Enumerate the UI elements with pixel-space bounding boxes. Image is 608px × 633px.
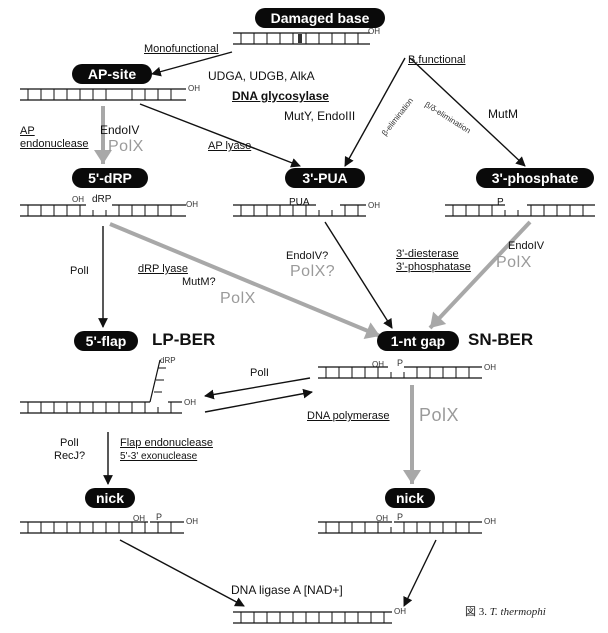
- label-3-phosphatase: 3'-phosphatase: [396, 261, 471, 273]
- heading-sn-ber: SN-BER: [468, 330, 534, 349]
- tag-oh-nick-left: OH: [133, 514, 145, 523]
- tag-oh-pua: OH: [368, 201, 380, 210]
- strand-ap-site: [20, 88, 186, 101]
- tag-oh-gap: OH: [372, 360, 384, 369]
- arrow-drp-to-gap: [109, 222, 381, 338]
- tag-oh-flap: OH: [184, 398, 196, 407]
- node-3-pua: 3'-PUA: [285, 168, 365, 188]
- tag-oh-ap: OH: [188, 84, 200, 93]
- label-ap-endonuclease-line2: endonuclease: [20, 138, 89, 150]
- strand-3-phosphate: [445, 204, 595, 217]
- tag-p-gap: P: [397, 358, 404, 368]
- tag-oh-nick-left-end: OH: [186, 517, 198, 526]
- arrow-ap-to-drp-head: [94, 150, 112, 164]
- arrow-phosphate-to-gap: [428, 220, 532, 330]
- label-5-3-exonuclease: 5'-3' exonuclease: [120, 451, 198, 462]
- label-monofunctional: Monofunctional: [144, 43, 219, 55]
- label-dna-ligase: DNA ligase A [NAD+]: [231, 583, 343, 597]
- flap-tail-strand: [149, 359, 161, 403]
- pathway-arrows: [94, 51, 532, 607]
- tag-oh-top: OH: [368, 27, 380, 36]
- node-nick-left: nick: [85, 488, 135, 508]
- node-3-phosphate: 3'-phosphate: [476, 168, 594, 188]
- label-polx-4: PolX: [419, 405, 460, 425]
- figure-caption: 図 3. T. thermophi: [465, 603, 546, 619]
- strand-5-flap: [20, 401, 182, 414]
- arrow-bifunctional-phosphate: [409, 57, 526, 167]
- label-polx-3: PolX: [496, 254, 532, 271]
- label-poli-2: PolI: [250, 367, 269, 379]
- node-1-nt-gap: 1-nt gap: [377, 331, 459, 351]
- strand-3-pua: [233, 204, 366, 217]
- label-bifunctional: B.functional: [408, 54, 466, 66]
- arrow-phosphate-to-gap-head: [430, 311, 447, 328]
- label-polx-1: PolX: [108, 138, 144, 155]
- arrow-nick-right-to-ligase: [403, 539, 437, 607]
- label-recj: RecJ?: [54, 450, 86, 462]
- arrow-gap-to-nick-head: [403, 470, 421, 484]
- strand-ligated: [233, 611, 392, 624]
- label-3-diesterase: 3'-diesterase: [396, 248, 459, 260]
- arrow-flap-to-gap: [204, 388, 313, 413]
- node-5-drp: 5'-dRP: [72, 168, 148, 188]
- strand-nick-right: [318, 521, 482, 534]
- strand-damaged: [233, 32, 370, 45]
- label-poli-1: PolI: [70, 265, 89, 277]
- caption-prefix: 図 3.: [465, 606, 487, 618]
- arrow-ap-to-pua: [139, 103, 301, 168]
- tag-p-phosphate: P: [497, 197, 504, 208]
- arrow-nick-left-to-ligase: [119, 539, 245, 607]
- strand-5-drp: [20, 204, 186, 217]
- arrow-pua-to-gap: [324, 221, 393, 329]
- heading-lp-ber: LP-BER: [152, 330, 216, 349]
- label-dna-polymerase: DNA polymerase: [307, 410, 390, 422]
- arrow-to-ap-site: [151, 51, 233, 77]
- label-udg-list: UDGA, UDGB, AlkA: [208, 69, 315, 83]
- label-endoiv-1: EndoIV: [100, 123, 140, 137]
- tag-oh-flap-drp: dRP: [160, 356, 176, 365]
- label-flap-endonuclease: Flap endonuclease: [120, 437, 213, 449]
- strand-nick-left: [20, 521, 184, 534]
- node-damaged-base: Damaged base: [255, 8, 385, 28]
- label-mutm: MutM: [488, 107, 518, 121]
- tag-oh-nick-right: OH: [376, 514, 388, 523]
- flap-tail: [149, 359, 166, 403]
- label-mutm-q: MutM?: [182, 276, 216, 288]
- label-ap-endonuclease-line1: AP: [20, 125, 35, 137]
- label-endoiv-q: EndoIV?: [286, 250, 329, 262]
- tag-p-nick-left: P: [156, 512, 163, 522]
- node-nick-right: nick: [385, 488, 435, 508]
- tag-oh-drp-left: OH: [72, 195, 84, 204]
- label-polx-2: PolX: [220, 290, 256, 307]
- label-dna-glycosylase: DNA glycosylase: [232, 89, 329, 103]
- tag-oh-ligase: OH: [394, 607, 406, 616]
- tag-drp-5: dRP: [92, 194, 112, 205]
- label-muty-endoiii: MutY, EndoIII: [284, 109, 356, 123]
- label-poli-3: PolI: [60, 437, 79, 449]
- label-endoiv-2: EndoIV: [508, 240, 545, 252]
- arrow-gap-to-flap: [204, 377, 311, 400]
- dna-strands: [20, 32, 595, 624]
- node-ap-site: AP-site: [72, 64, 152, 84]
- tag-p-nick-right: P: [397, 512, 404, 522]
- label-ap-lyase: AP lyase: [208, 140, 252, 152]
- caption-italic: T. thermophi: [489, 606, 546, 618]
- tag-oh-gap-right: OH: [484, 363, 496, 372]
- tag-oh-nick-right-end: OH: [484, 517, 496, 526]
- strand-damaged-damage-mark: [298, 34, 302, 43]
- arrow-bifunctional-pua: [344, 57, 406, 167]
- tag-oh-drp-right: OH: [186, 200, 198, 209]
- strand-1-nt-gap: [318, 366, 482, 379]
- arrow-drp-to-gap-head: [363, 322, 380, 339]
- tag-pua: PUA: [289, 197, 310, 208]
- label-polx-q: PolX?: [290, 263, 336, 280]
- node-5-flap: 5'-flap: [74, 331, 138, 351]
- label-drp-lyase: dRP lyase: [138, 263, 188, 275]
